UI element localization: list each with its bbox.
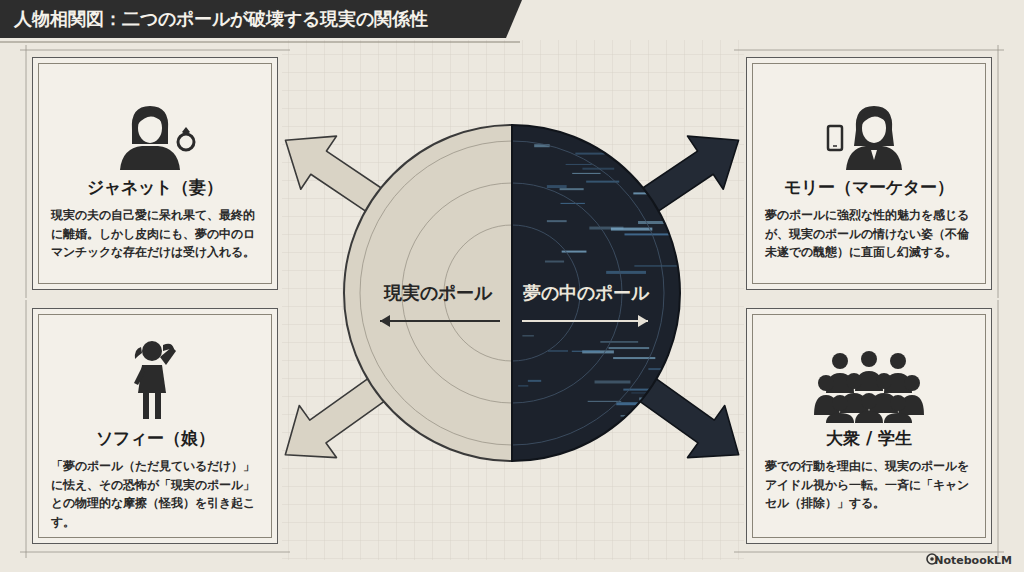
marketer-icon (824, 100, 914, 170)
glitch-texture (634, 265, 683, 266)
wife-icon (110, 100, 200, 170)
glitch-texture (575, 153, 604, 155)
glitch-texture (654, 151, 710, 154)
relation-arrow (285, 377, 386, 458)
node-body: 現実の夫の自己愛に呆れ果て、最終的に離婚。しかし皮肉にも、夢の中のロマンチックな… (51, 206, 259, 262)
glitch-texture (588, 401, 622, 402)
glitch-texture (518, 385, 528, 386)
glitch-texture (566, 455, 592, 456)
glitch-texture (624, 233, 670, 235)
glitch-texture (534, 144, 549, 147)
glitch-texture (589, 227, 623, 230)
half-disc (512, 125, 680, 461)
half-rim (344, 125, 512, 461)
glitch-texture (618, 135, 662, 137)
relation-arrow (640, 136, 738, 213)
glitch-texture (545, 261, 564, 263)
node-heading: 大衆 / 学生 (826, 427, 912, 450)
node-body: 夢での行動を理由に、現実のポールをアイドル視から一転。一斉に「キャンセル（排除）… (765, 457, 973, 513)
glitch-texture (618, 147, 662, 150)
glitch-texture (613, 436, 655, 438)
glitch-texture (595, 380, 631, 383)
direction-arrowhead (380, 315, 390, 327)
node-heading: ジャネット（妻） (87, 176, 223, 199)
watermark-logo (926, 553, 938, 565)
pole-half: 夢の中のポール (512, 125, 680, 461)
half-disc (344, 125, 512, 461)
node-body: 夢のポールに強烈な性的魅力を感じるが、現実のポールの情けない姿（不倫未遂での醜態… (765, 206, 973, 262)
glitch-texture (560, 188, 584, 190)
glitch-texture (639, 407, 690, 409)
glitch-texture (639, 397, 690, 400)
glitch-texture (572, 351, 600, 352)
node-heading: ソフィー（娘） (96, 427, 215, 450)
glitch-texture (561, 203, 585, 204)
glitch-texture (657, 155, 714, 157)
glitch-texture (648, 368, 702, 370)
glitch-texture (528, 380, 541, 382)
glitch-texture (548, 350, 568, 352)
person-card: ジャネット（妻） 現実の夫の自己愛に呆れ果て、最終的に離婚。しかし皮肉にも、夢の中… (32, 57, 278, 290)
node-heading: 夢の中のポール (523, 281, 649, 305)
glitch-texture (641, 434, 693, 436)
person-card: モリー（マーケター） 夢のポールに強烈な性的魅力を感じるが、現実のポールの情けない… (746, 57, 992, 290)
watermark: NotebookLM (919, 554, 1012, 567)
glitch-texture (633, 192, 682, 194)
direction-arrowhead (638, 315, 648, 327)
frame-lines (20, 45, 1004, 558)
person-card: 大衆 / 学生夢での行動を理由に、現実のポールをアイドル視から一転。一斉に「キャ… (746, 308, 992, 544)
daughter-icon (120, 335, 190, 421)
crowd-icon (814, 349, 924, 423)
node-body: 「夢のポール（ただ見ているだけ）」に怯え、その恐怖が「現実のポール」との物理的な… (51, 457, 259, 531)
glitch-texture (547, 220, 567, 222)
glitch-texture (585, 461, 618, 462)
glitch-texture (627, 163, 674, 165)
grid (282, 40, 744, 560)
glitch-texture (600, 341, 638, 342)
pole-half: 現実のポール (344, 125, 512, 461)
glitch-texture (547, 185, 567, 188)
direction-arrow (380, 320, 500, 322)
glitch-texture (616, 435, 659, 437)
glitch-texture (572, 173, 600, 174)
glitch-texture (610, 456, 651, 457)
glitch-texture (651, 182, 706, 183)
relation-arrow (285, 136, 383, 213)
page-title: 人物相関図：二つのポールが破壊する現実の関係性 (14, 7, 428, 31)
glitch-texture (566, 164, 592, 165)
half-rim (512, 125, 680, 461)
glitch-texture (609, 347, 650, 349)
glitch-texture (600, 131, 638, 132)
person-card: ソフィー（娘） 「夢のポール（ただ見ているだけ）」に怯え、その恐怖が「現実のポール… (32, 308, 278, 544)
node-heading: モリー（マーケター） (784, 176, 954, 199)
glitch-texture (522, 335, 534, 336)
glitch-texture (653, 187, 709, 190)
glitch-texture (631, 392, 679, 393)
title-rule (0, 42, 520, 43)
glitch-texture (606, 271, 646, 274)
title-ribbon (0, 0, 522, 38)
glitch-texture (622, 127, 667, 129)
node-heading: 現実のポール (384, 281, 492, 305)
relation-arrow (637, 377, 738, 458)
direction-arrow (522, 320, 648, 322)
